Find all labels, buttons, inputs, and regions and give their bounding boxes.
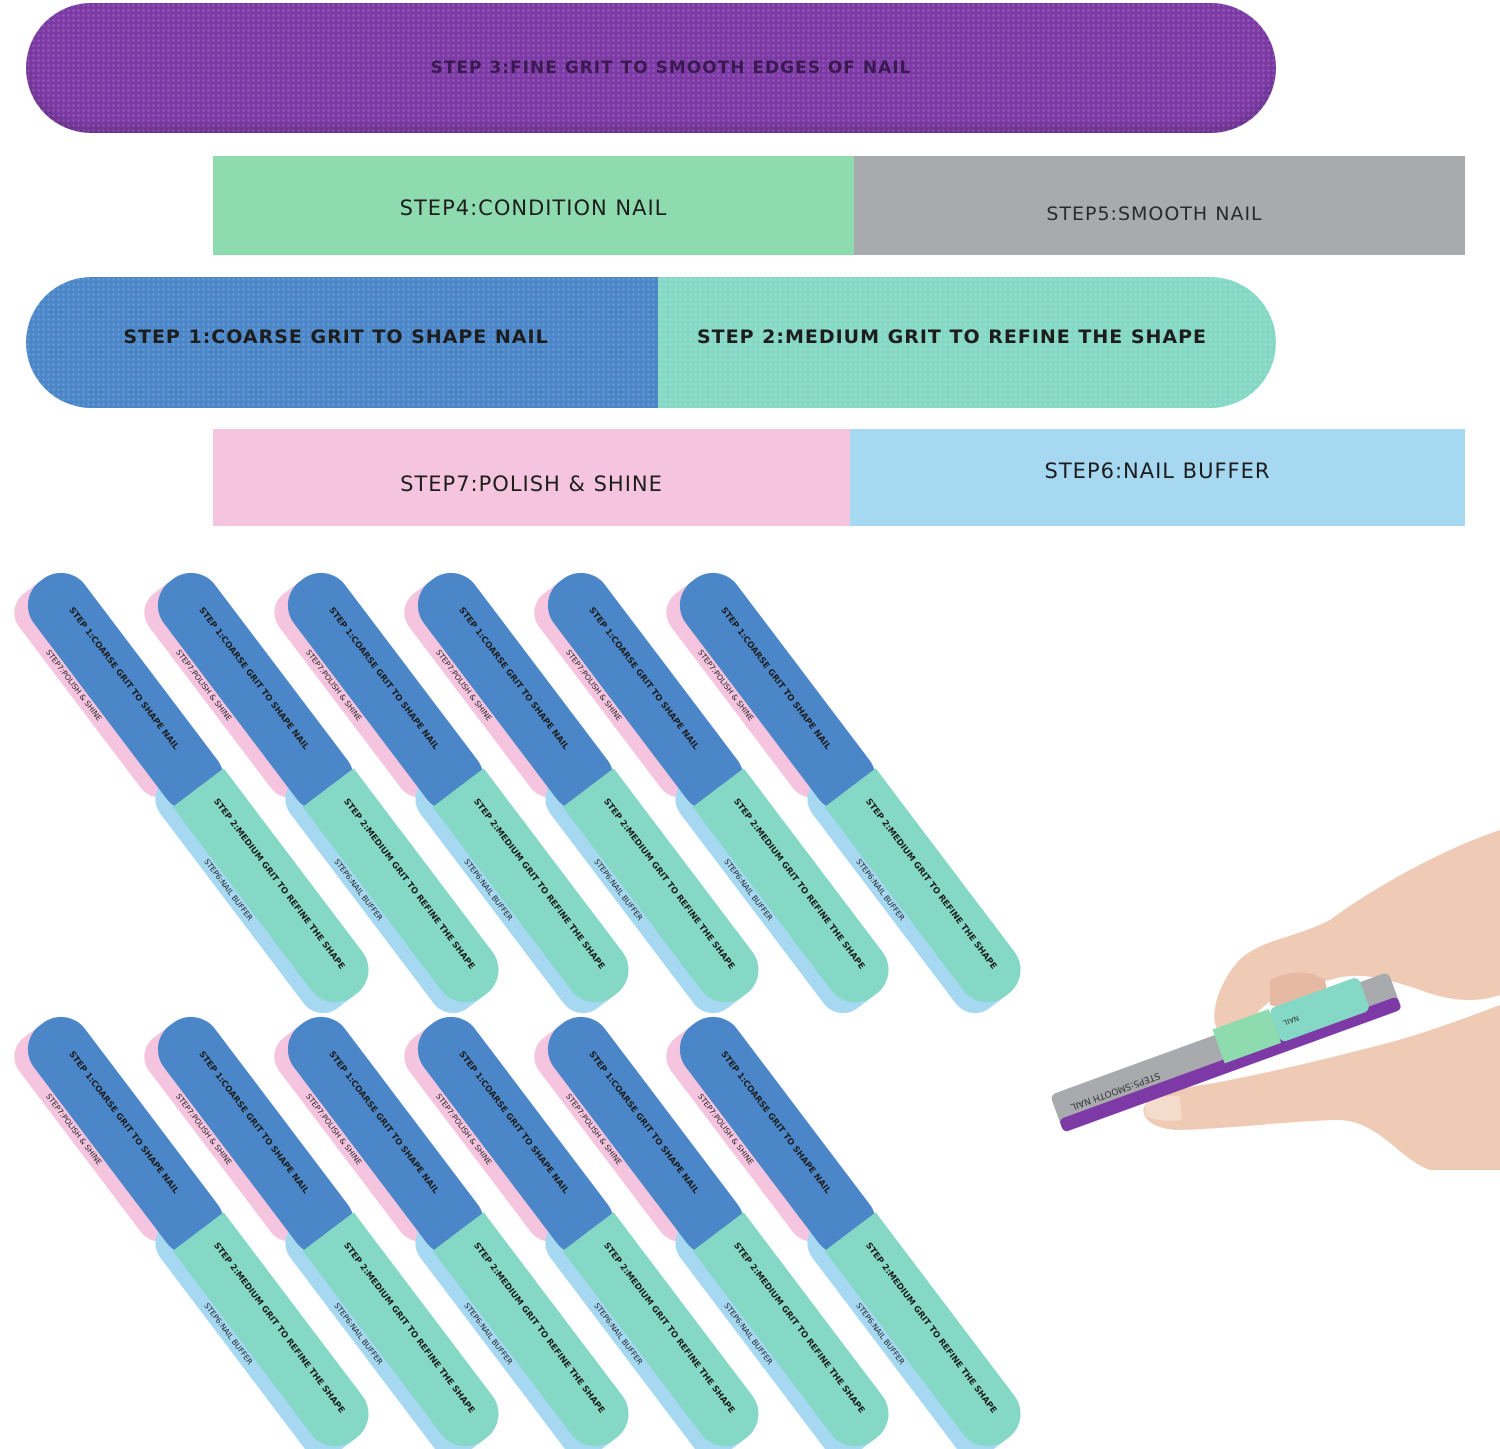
stick-medium-edge: [692, 768, 762, 831]
stick-medium-edge: [824, 768, 894, 831]
step3-fine-grit-file: STEP 3:FINE GRIT TO SMOOTH EDGES OF NAIL: [26, 3, 1276, 133]
stick-coarse-face: [157, 1016, 354, 1255]
step6-buffer-strip: STEP6:NAIL BUFFER: [850, 429, 1465, 526]
stick-medium-face: [444, 780, 629, 1003]
step4-label: STEP4:CONDITION NAIL: [399, 195, 668, 220]
step4-condition-strip: STEP4:CONDITION NAIL: [213, 156, 854, 255]
stick-medium-face: [574, 780, 759, 1003]
stick-medium-face: [704, 780, 889, 1003]
stick-medium-face: [704, 1224, 889, 1447]
stick-coarse-face: [547, 572, 744, 811]
hand-shape: [1143, 830, 1500, 1170]
step7-polish-strip: STEP7:POLISH & SHINE: [213, 429, 850, 526]
stick-medium-edge: [562, 1212, 632, 1275]
stick-coarse-face: [679, 1016, 876, 1255]
stick-medium-face: [184, 780, 369, 1003]
stick-medium-face: [836, 780, 1021, 1003]
stick-medium-edge: [562, 768, 632, 831]
stick-coarse-face: [287, 1016, 484, 1255]
stick-medium-face: [314, 780, 499, 1003]
stick-coarse-face: [157, 572, 354, 811]
stick-medium-face: [314, 1224, 499, 1447]
stick-coarse-face: [287, 572, 484, 811]
stick-medium-edge: [432, 1212, 502, 1275]
stick-medium-edge: [302, 768, 372, 831]
stick-medium-edge: [172, 1212, 242, 1275]
stick-medium-edge: [302, 1212, 372, 1275]
step2-label: STEP 2:MEDIUM GRIT TO REFINE THE SHAPE: [696, 325, 1208, 348]
buffer-stick-in-hand: STEP5:SMOOTH NAIL NAIL: [1051, 973, 1401, 1132]
stick-medium-face: [574, 1224, 759, 1447]
stick-coarse-face: [547, 1016, 744, 1255]
step1-label: STEP 1:COARSE GRIT TO SHAPE NAIL: [123, 325, 549, 348]
step1-coarse-grit-section: STEP 1:COARSE GRIT TO SHAPE NAIL: [26, 277, 658, 408]
step7-label: STEP7:POLISH & SHINE: [400, 471, 663, 496]
hand-using-buffer-illustration: STEP5:SMOOTH NAIL NAIL: [1051, 830, 1500, 1170]
stick-coarse-face: [27, 1016, 224, 1255]
stick-medium-edge: [432, 768, 502, 831]
step3-label: STEP 3:FINE GRIT TO SMOOTH EDGES OF NAIL: [430, 58, 912, 78]
stick-coarse-face: [27, 572, 224, 811]
step5-smooth-strip: STEP5:SMOOTH NAIL: [854, 156, 1465, 255]
step2-medium-grit-section: STEP 2:MEDIUM GRIT TO REFINE THE SHAPE: [658, 277, 1276, 408]
stick-medium-edge: [172, 768, 242, 831]
stick-medium-face: [184, 1224, 369, 1447]
stick-coarse-face: [417, 1016, 614, 1255]
stick-coarse-face: [679, 572, 876, 811]
step6-label: STEP6:NAIL BUFFER: [1044, 458, 1271, 483]
stick-medium-face: [444, 1224, 629, 1447]
step5-label: STEP5:SMOOTH NAIL: [1046, 202, 1263, 225]
stick-coarse-face: [417, 572, 614, 811]
stick-medium-face: [836, 1224, 1021, 1447]
stick-medium-edge: [692, 1212, 762, 1275]
stick-medium-edge: [824, 1212, 894, 1275]
